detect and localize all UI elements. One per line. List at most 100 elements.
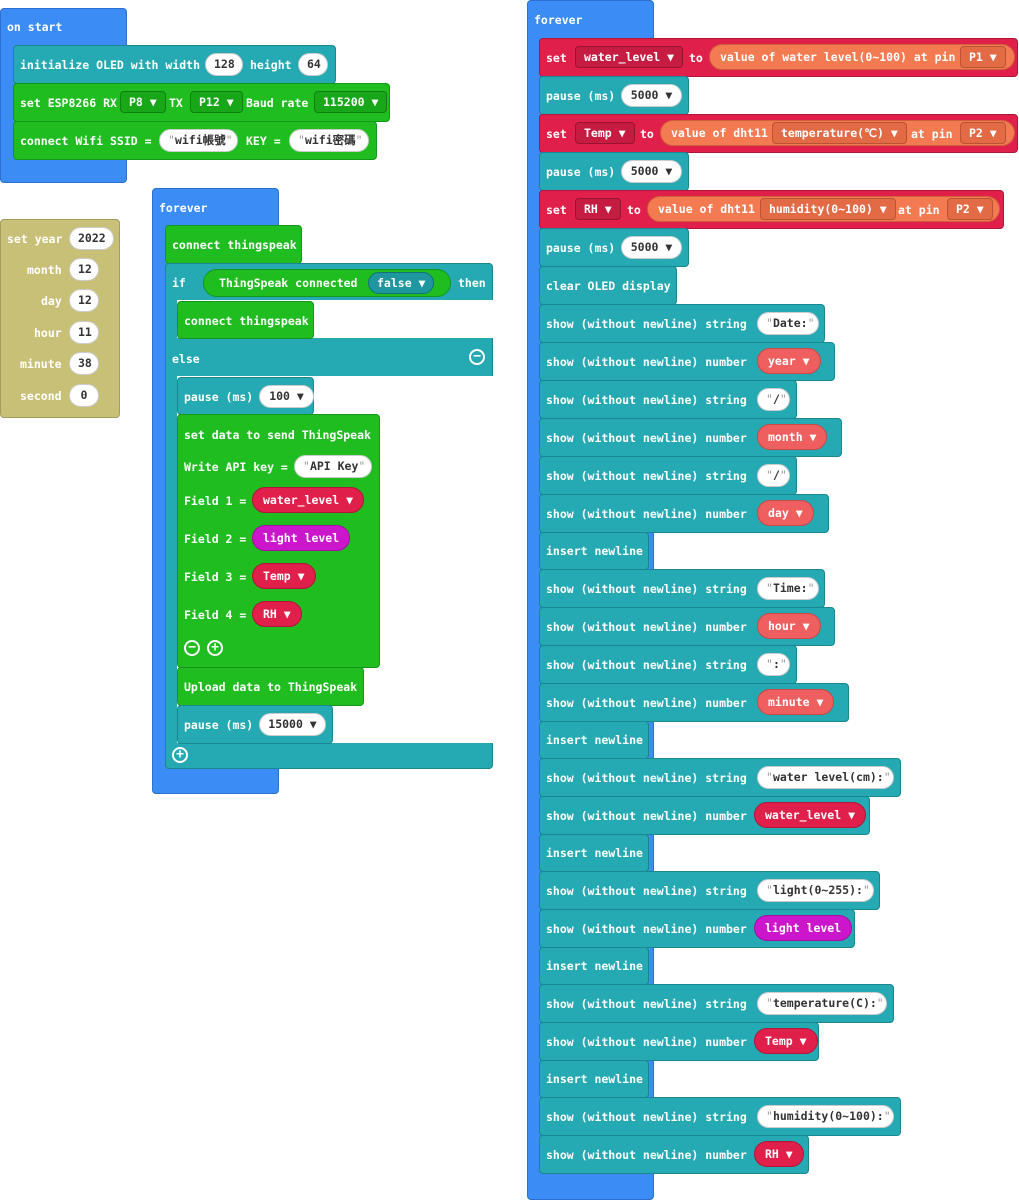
pause-right-3-value[interactable]: 5000 ▼	[621, 236, 682, 259]
pause-right-2-value[interactable]: 5000 ▼	[621, 160, 682, 183]
pause-right-1-label: pause (ms)	[546, 89, 616, 103]
show-number-label: show (without newline) number	[546, 809, 747, 823]
connect-thingspeak-block-2[interactable]	[177, 301, 314, 339]
insert-newline-label: insert newline	[546, 959, 643, 973]
second-input[interactable]: 0	[69, 384, 99, 407]
day-input[interactable]: 12	[69, 289, 99, 312]
string-water-input[interactable]: "water level(cm):"	[757, 766, 894, 789]
month-input[interactable]: 12	[69, 258, 99, 281]
oled-width-input[interactable]: 128	[205, 53, 243, 76]
string-time-input[interactable]: "Time:"	[757, 577, 819, 600]
field1-label: Field 1 =	[184, 494, 247, 508]
minute-variable[interactable]: minute ▼	[757, 689, 835, 715]
oled-height-label: height	[250, 58, 292, 72]
key-input[interactable]: "wifi密碼"	[289, 129, 369, 152]
clear-oled-label: clear OLED display	[546, 279, 671, 293]
field3-label: Field 3 =	[184, 570, 247, 584]
hour-label: hour	[34, 326, 62, 340]
string-humidity-input[interactable]: "humidity(0~100):"	[757, 1105, 894, 1128]
day-variable[interactable]: day ▼	[757, 500, 814, 526]
set3-to: to	[627, 203, 641, 217]
string-date-input[interactable]: "Date:"	[757, 312, 819, 335]
connected-value-dropdown[interactable]: false ▼	[368, 272, 435, 294]
pause-right-2-label: pause (ms)	[546, 165, 616, 179]
string-slash-1-input[interactable]: "/"	[757, 388, 790, 411]
year-variable[interactable]: year ▼	[757, 348, 821, 374]
minus-field-icon[interactable]: −	[184, 640, 200, 656]
hour-variable[interactable]: hour ▼	[757, 613, 821, 639]
api-key-input[interactable]: "API Key"	[294, 455, 372, 478]
set2-pin-dropdown[interactable]: P2 ▼	[960, 122, 1006, 144]
set1-pin-dropdown[interactable]: P1 ▼	[960, 46, 1006, 68]
tx-dropdown[interactable]: P12 ▼	[190, 91, 243, 113]
rx-dropdown[interactable]: P8 ▼	[120, 91, 166, 113]
connect-thingspeak-label: connect thingspeak	[172, 238, 297, 252]
set2-at-pin: at pin	[911, 127, 953, 141]
minute-input[interactable]: 38	[69, 352, 99, 375]
else-label: else	[172, 352, 200, 366]
show-number-label: show (without newline) number	[546, 620, 747, 634]
pause-right-1-value[interactable]: 5000 ▼	[621, 84, 682, 107]
oled-height-input[interactable]: 64	[298, 53, 328, 76]
string-light-input[interactable]: "light(0~255):"	[757, 879, 874, 902]
clear-oled-block[interactable]	[539, 266, 677, 305]
baud-dropdown[interactable]: 115200 ▼	[314, 91, 388, 113]
field1-variable[interactable]: water_level ▼	[252, 487, 365, 513]
rh-variable[interactable]: RH ▼	[754, 1141, 804, 1167]
set3-pin-dropdown[interactable]: P2 ▼	[947, 198, 993, 220]
set2-mode-dropdown[interactable]: temperature(℃) ▼	[772, 122, 907, 144]
string-temp-input[interactable]: "temperature(C):"	[757, 992, 887, 1015]
water-level-variable[interactable]: water_level ▼	[754, 802, 867, 828]
api-key-label: Write API key =	[184, 460, 288, 474]
wifi-label: connect Wifi SSID =	[20, 134, 152, 148]
set1-var-dropdown[interactable]: water_level ▼	[575, 46, 684, 68]
pause-value-left[interactable]: 100 ▼	[259, 385, 314, 408]
remove-else-icon[interactable]: −	[469, 349, 485, 365]
upload-block[interactable]	[177, 667, 364, 706]
set-year-label: set year	[7, 232, 63, 246]
set2-var-dropdown[interactable]: Temp ▼	[575, 122, 635, 144]
pause-label-left-2: pause (ms)	[184, 718, 254, 732]
pause-right-3-label: pause (ms)	[546, 241, 616, 255]
string-slash-2-input[interactable]: "/"	[757, 464, 790, 487]
insert-newline-1[interactable]	[539, 532, 649, 570]
show-number-label: show (without newline) number	[546, 922, 747, 936]
show-number-label: show (without newline) number	[546, 507, 747, 521]
set2-set: set	[546, 127, 567, 141]
show-string-label: show (without newline) string	[546, 582, 747, 596]
set3-mode-dropdown[interactable]: humidity(0~100) ▼	[760, 198, 896, 220]
upload-label: Upload data to ThingSpeak	[184, 680, 358, 694]
add-else-if-icon[interactable]: +	[172, 747, 188, 763]
show-string-label: show (without newline) string	[546, 884, 747, 898]
month-label: month	[27, 263, 62, 277]
pause-label-left: pause (ms)	[184, 390, 254, 404]
year-input[interactable]: 2022	[69, 227, 114, 250]
month-variable[interactable]: month ▼	[757, 424, 828, 450]
thingspeak-connected-label: ThingSpeak connected	[219, 276, 358, 290]
set3-var-dropdown[interactable]: RH ▼	[575, 198, 621, 220]
pause-value-left-2[interactable]: 15000 ▼	[259, 713, 326, 736]
light-level-reporter[interactable]: light level	[754, 915, 853, 941]
connect-thingspeak-block[interactable]	[165, 225, 302, 264]
hour-input[interactable]: 11	[69, 321, 99, 344]
temp-variable[interactable]: Temp ▼	[754, 1028, 818, 1054]
tx-label: TX	[169, 96, 183, 110]
field2-light-level[interactable]: light level	[252, 525, 351, 551]
show-string-slash-1[interactable]	[539, 380, 797, 419]
field3-variable[interactable]: Temp ▼	[252, 563, 316, 589]
field4-variable[interactable]: RH ▼	[252, 601, 302, 627]
insert-newline-5[interactable]	[539, 1060, 649, 1098]
esp8266-label: set ESP8266 RX	[20, 96, 117, 110]
show-string-label: show (without newline) string	[546, 771, 747, 785]
plus-field-icon[interactable]: +	[207, 640, 223, 656]
insert-newline-label: insert newline	[546, 733, 643, 747]
string-colon-input[interactable]: ":"	[757, 653, 790, 676]
init-oled-block[interactable]	[13, 45, 336, 84]
minute-label: minute	[20, 357, 62, 371]
set1-to: to	[689, 51, 703, 65]
forever-right-label: forever	[534, 13, 583, 27]
set-time-block[interactable]	[0, 219, 120, 418]
set3-set: set	[546, 203, 567, 217]
ssid-input[interactable]: "wifi帳號"	[159, 129, 238, 152]
water-level-sensor-text: value of water level(0~100) at pin	[720, 50, 956, 64]
